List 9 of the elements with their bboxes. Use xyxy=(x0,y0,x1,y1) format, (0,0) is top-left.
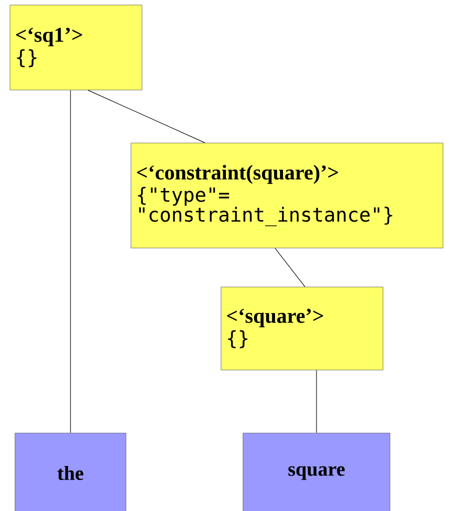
connector-line xyxy=(274,248,306,288)
lexical-box: <‘sq1’> {} xyxy=(10,4,142,90)
lexical-box: <‘square’> {} xyxy=(220,286,384,370)
word-box: the xyxy=(14,432,126,511)
lexical-box: <‘constraint(square)’> {"type"= "constraint_instance"} xyxy=(130,142,444,248)
connector-line xyxy=(70,90,71,434)
connector-line xyxy=(316,370,317,434)
connector-line xyxy=(88,90,206,144)
word-box: square xyxy=(242,432,390,511)
